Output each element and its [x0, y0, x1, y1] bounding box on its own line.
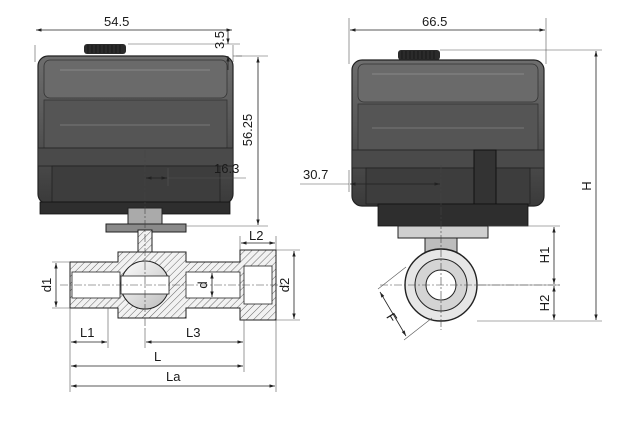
dim-h2: H2 — [537, 295, 552, 312]
side-dimensions: 66.5 30.7 H H1 H2 F — [300, 14, 602, 341]
dim-l2: L2 — [249, 228, 263, 243]
front-dimensions: 54.5 3.5 56.25 16.3 d1 d — [34, 14, 300, 392]
front-actuator-housing — [37, 44, 234, 215]
dim-d: d — [195, 281, 210, 288]
dim-la: La — [166, 369, 181, 384]
side-actuator-housing — [351, 50, 545, 227]
dim-l3: L3 — [186, 325, 200, 340]
dim-l: L — [154, 349, 161, 364]
dim-h1: H1 — [537, 247, 552, 264]
front-view: 54.5 3.5 56.25 16.3 d1 d — [34, 14, 300, 392]
side-bracket-pipe — [380, 165, 560, 330]
dim-d2: d2 — [277, 278, 292, 292]
dim-30-7: 30.7 — [303, 167, 328, 182]
dim-h: H — [579, 181, 594, 190]
front-valve-body — [60, 150, 285, 330]
dim-54-5: 54.5 — [104, 14, 129, 29]
dim-56-25: 56.25 — [240, 114, 255, 147]
side-view: 66.5 30.7 H H1 H2 F — [300, 14, 602, 341]
dim-l1: L1 — [80, 325, 94, 340]
dim-d1: d1 — [39, 278, 54, 292]
dim-16-3: 16.3 — [214, 161, 239, 176]
dim-3-5: 3.5 — [212, 31, 227, 49]
dim-66-5: 66.5 — [422, 14, 447, 29]
